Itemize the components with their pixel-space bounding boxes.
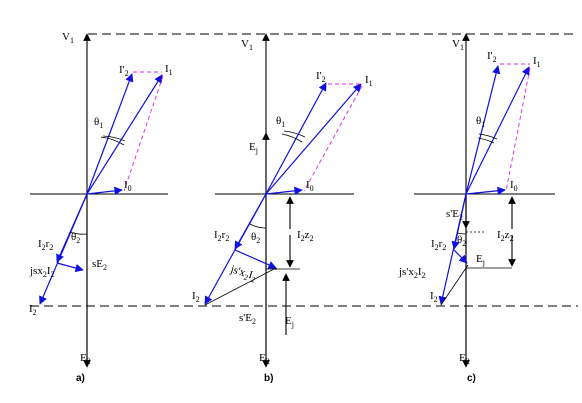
theta1-label-c: θ1 — [476, 115, 485, 129]
theta1-arc-inner-b — [281, 133, 303, 143]
theta1-arc-b — [283, 130, 306, 138]
theta2-label-b: θ2 — [251, 231, 260, 245]
panel-b: V1 I'2 I1 θ1 Ej I0 θ2 I2r2 I2z2 js'x2I2 … — [192, 33, 373, 384]
i1-label-c: I1 — [533, 55, 541, 69]
theta1-label-a: θ1 — [94, 116, 103, 130]
caption-a: a) — [76, 373, 85, 384]
i2-prime-phasor-a — [86, 73, 134, 195]
i2z2-label-b: I2z2 — [297, 229, 314, 243]
panel-a: V1 I'2 I1 θ1 I0 θ2 I2r2 jsx2I2 sE2 I2 E2… — [29, 31, 173, 384]
i2-label-a: I2 — [29, 303, 37, 317]
jsx2i2-label-a: jsx2I2 — [29, 265, 55, 279]
se2-label-b: s'E2 — [239, 312, 256, 326]
caption-c: c) — [467, 373, 476, 384]
ej-label-c: Ej — [476, 253, 485, 267]
se2-label-c: s'E2 — [446, 208, 463, 222]
ej2-label-b: Ej — [285, 315, 294, 329]
theta2-arc-a — [69, 231, 88, 235]
i2r2-phasor-c — [451, 193, 467, 250]
i1-label-a: I1 — [165, 63, 173, 77]
i2r2-label-c: I2r2 — [431, 238, 446, 252]
i2-prime-label-a: I'2 — [119, 64, 129, 78]
i1-phasor-b — [265, 83, 362, 195]
theta1-arc-c — [478, 133, 498, 140]
ej-label-b: Ej — [249, 141, 258, 155]
phasor-sum-line-b — [204, 267, 277, 306]
e2-label-a: E2 — [80, 352, 91, 366]
theta1-label-b: θ1 — [276, 115, 285, 129]
jsx2i2-label-c: js'x2I2 — [398, 266, 426, 280]
i2r2-phasor-b — [234, 193, 267, 250]
jsx2i2-phasor-b — [234, 249, 277, 269]
jsx2i2-phasor-a — [56, 262, 84, 273]
projection-line-c2 — [505, 67, 531, 192]
i2r2-label-a: I2r2 — [38, 238, 53, 252]
e2-label-b: E2 — [259, 352, 270, 366]
theta2-arc-b — [249, 223, 267, 229]
i0-label-a: I0 — [124, 179, 132, 193]
projection-line-b2 — [303, 85, 363, 192]
i0-label-c: I0 — [510, 179, 518, 193]
theta2-label-a: θ2 — [71, 231, 80, 245]
i2z2-label-c: I2z2 — [497, 229, 514, 243]
i2-label-c: I2 — [430, 290, 438, 304]
theta1-arc-a — [102, 135, 126, 142]
v1-label-a: V1 — [62, 31, 74, 45]
i2-label-b: I2 — [192, 290, 200, 304]
theta2-arc-c — [456, 232, 467, 235]
theta2-label-c: θ2 — [457, 234, 466, 248]
i0-phasor-a — [86, 186, 123, 196]
e2-label-c: E2 — [459, 352, 470, 366]
caption-b: b) — [264, 373, 273, 384]
theta1-arc-inner-c — [477, 137, 495, 144]
panel-c: V1 I'2 I1 θ1 I0 s'E2 θ2 I2r2 I2z2 js'x2I… — [398, 33, 555, 384]
theta1-arc-inner-a — [100, 136, 125, 146]
i1-phasor-a — [86, 74, 163, 195]
se2-label-a: sE2 — [92, 258, 107, 272]
projection-line-a2 — [123, 75, 164, 192]
i1-phasor-c — [465, 66, 530, 195]
i2-prime-label-b: I'2 — [316, 70, 326, 84]
i2-prime-label-c: I'2 — [487, 50, 497, 64]
phasor-sum-line-c — [440, 264, 469, 306]
i0-phasor-c — [465, 186, 506, 195]
i0-label-b: I0 — [306, 179, 314, 193]
i2-prime-phasor-c — [465, 65, 501, 195]
i2r2-phasor-a — [56, 193, 88, 263]
i0-phasor-b — [265, 186, 303, 196]
v1-label-b: V1 — [241, 38, 253, 52]
v1-label-c: V1 — [452, 38, 464, 52]
jsx2i2-label-b: js'x2I2 — [228, 263, 258, 284]
jsx2i2-phasor-c — [453, 249, 468, 264]
i2r2-label-b: I2r2 — [214, 229, 229, 243]
i1-label-b: I1 — [365, 74, 373, 88]
